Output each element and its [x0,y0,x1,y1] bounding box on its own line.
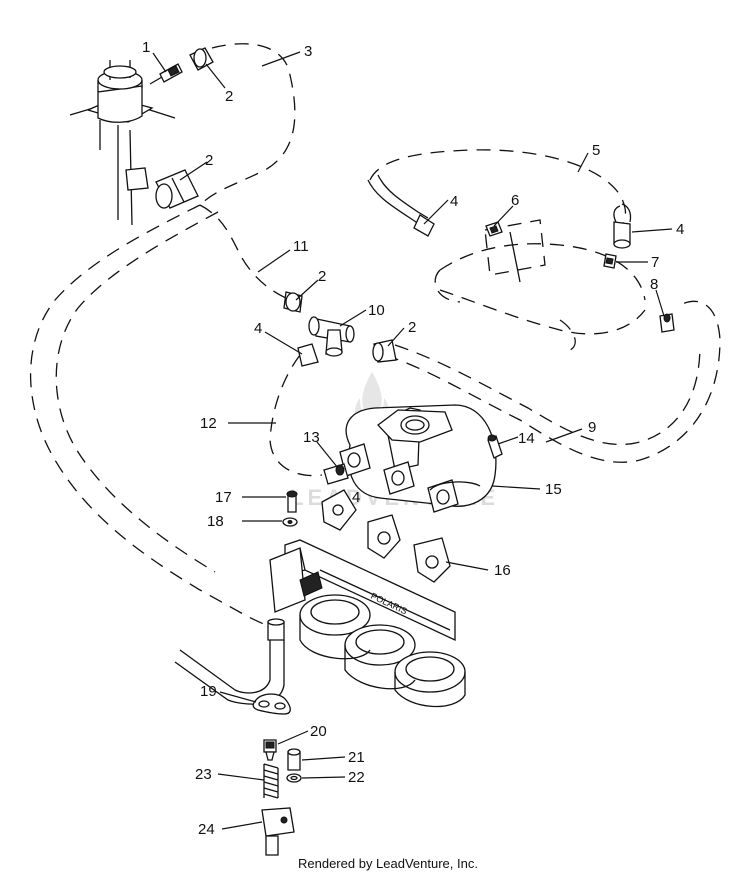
callout-14: 14 [518,430,535,447]
callout-15: 15 [545,481,562,498]
spring-23 [263,763,279,799]
cylinder-block: POLARIS [269,539,466,708]
gasket-16 [321,489,451,583]
callout-1: 1 [142,39,150,56]
callout-4: 4 [450,193,458,210]
washer-22 [286,773,302,783]
callout-4: 4 [254,320,262,337]
fitting-6 [485,221,503,237]
fitting-13 [323,463,349,485]
callout-8: 8 [650,276,658,293]
callout-23: 23 [195,766,212,783]
callout-17: 17 [215,489,232,506]
callout-2: 2 [318,268,326,285]
callout-5: 5 [592,142,600,159]
hose-12-branch [269,354,323,477]
callout-2: 2 [225,88,233,105]
callout-7: 7 [651,254,659,271]
callout-22: 22 [348,769,365,786]
callout-11: 11 [293,238,309,255]
callout-20: 20 [310,723,327,740]
fitting-8 [659,313,675,333]
fitting-7 [603,253,617,269]
callout-2: 2 [408,319,416,336]
clamp-4-near-tee [297,343,319,367]
callout-18: 18 [207,513,224,530]
callout-21: 21 [348,749,365,766]
screw-17 [286,490,298,513]
rendered-by-credit: Rendered by LeadVenture, Inc. [298,856,478,871]
valve-20 [263,739,277,761]
bolt-14 [487,434,503,459]
hose-11 [199,204,291,301]
seal-19 [252,693,291,715]
leader-lines [152,51,673,830]
callout-16: 16 [494,562,511,579]
callout-19: 19 [200,683,217,700]
housing-24 [261,807,295,856]
callout-12: 12 [200,415,217,432]
callout-4: 4 [352,489,360,506]
hose-end-upper [367,174,435,237]
callout-4: 4 [676,221,684,238]
hose-5 [369,149,627,226]
tee-fitting-10 [308,316,355,357]
hose-3 [199,43,296,206]
hose-9 [384,300,721,463]
callout-labels: 1 2 3 2 5 4 6 4 7 8 11 2 10 4 2 12 9 13 … [142,39,684,838]
clamp-2-right [372,339,397,363]
exhaust-manifold-15 [339,404,497,513]
clamp-4-right [613,203,632,249]
fitting-1 [149,63,183,85]
fitting-21 [287,748,301,771]
hose-12 [29,204,281,629]
callout-10: 10 [368,302,385,319]
callout-3: 3 [304,43,312,60]
clamp-2-mid [125,167,199,209]
cap-4-near-block [267,618,285,641]
callout-9: 9 [588,419,596,436]
washer-18 [282,517,298,527]
pump-assembly [434,219,646,351]
callout-2: 2 [205,152,213,169]
callout-24: 24 [198,821,215,838]
callout-6: 6 [511,192,519,209]
callout-13: 13 [303,429,320,446]
clamp-2-top [189,47,214,71]
clamp-2-near-tee [283,291,303,313]
valve-housing [69,60,176,226]
